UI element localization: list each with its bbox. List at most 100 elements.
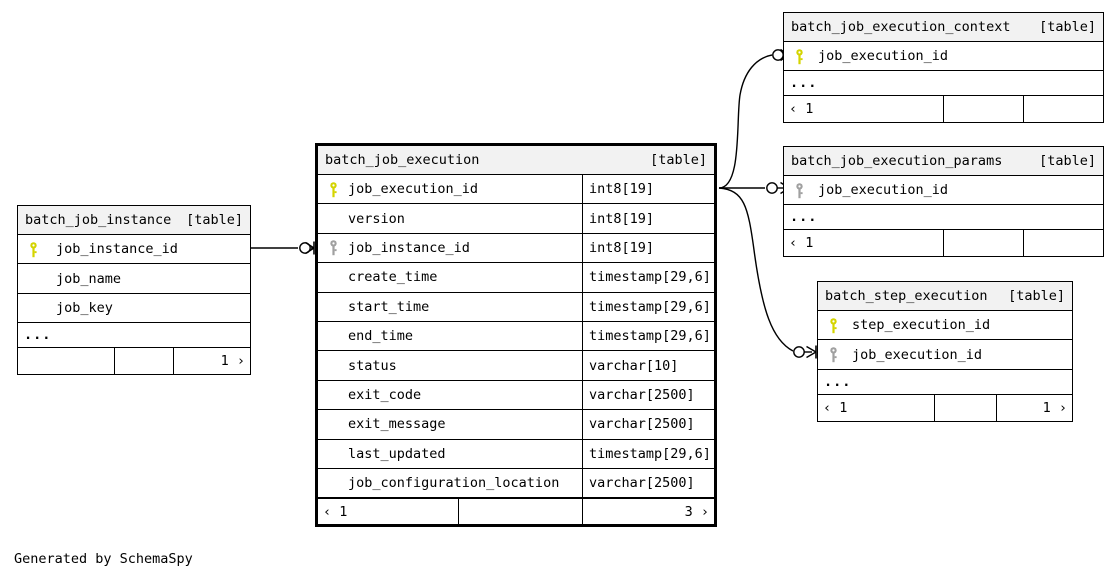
- no-key-spacer: [324, 445, 346, 462]
- footer-prev[interactable]: ‹ 1: [789, 235, 814, 252]
- table-footer: ‹ 1 1 ›: [818, 394, 1072, 421]
- table-batch-job-execution-params[interactable]: batch_job_execution_params [table] job_e…: [783, 146, 1104, 258]
- column-name: step_execution_id: [852, 317, 991, 334]
- table-row[interactable]: job_instance_id int8[19]: [318, 233, 714, 264]
- column-type: int8[19]: [582, 233, 714, 263]
- footer-prev[interactable]: ‹ 1: [323, 503, 348, 520]
- table-footer: ‹ 1: [784, 230, 1103, 257]
- footer-middle: [458, 499, 582, 525]
- footer-next: [1023, 96, 1103, 123]
- column-name: version: [348, 210, 405, 227]
- table-row[interactable]: create_time timestamp[29,6]: [318, 263, 714, 293]
- footer-middle: [943, 230, 1023, 257]
- primary-key-icon: [824, 317, 846, 334]
- table-row[interactable]: job_execution_id int8[19]: [318, 175, 714, 205]
- primary-key-icon: [324, 181, 346, 198]
- no-key-spacer: [324, 210, 346, 227]
- relationship-job-execution-to-params: [719, 181, 790, 195]
- column-name: job_configuration_location: [348, 475, 560, 492]
- no-key-spacer: [324, 357, 346, 374]
- table-header: batch_job_execution_params [table]: [784, 147, 1103, 176]
- footer-next[interactable]: 1 ›: [996, 394, 1072, 421]
- relationship-job-execution-to-context: [718, 48, 790, 189]
- footer-middle: [114, 348, 173, 375]
- column-type: timestamp[29,6]: [582, 439, 714, 468]
- table-name: batch_step_execution: [825, 288, 988, 304]
- table-type-tag: [table]: [1039, 153, 1096, 169]
- column-cell: start_time: [318, 293, 582, 321]
- no-key-spacer: [24, 299, 46, 316]
- column-cell: job_instance_id: [18, 235, 250, 263]
- table-name: batch_job_execution_context: [791, 19, 1011, 35]
- table-row[interactable]: job_instance_id: [18, 235, 250, 265]
- no-key-spacer: [324, 475, 346, 492]
- column-type: varchar[2500]: [582, 410, 714, 439]
- column-type: int8[19]: [582, 204, 714, 233]
- footer-middle: [943, 96, 1023, 123]
- primary-key-icon: [790, 48, 812, 65]
- column-name: end_time: [348, 328, 414, 345]
- column-cell: end_time: [318, 322, 582, 350]
- footer-next[interactable]: 1 ›: [173, 348, 250, 375]
- column-name: create_time: [348, 269, 438, 286]
- table-header: batch_job_execution [table]: [318, 146, 714, 175]
- no-key-spacer: [324, 328, 346, 345]
- column-cell: job_key: [18, 294, 250, 322]
- no-key-spacer: [324, 269, 346, 286]
- table-row[interactable]: job_execution_id: [784, 176, 1103, 206]
- table-batch-job-instance[interactable]: batch_job_instance [table] job_instance_…: [17, 205, 251, 376]
- table-row[interactable]: end_time timestamp[29,6]: [318, 321, 714, 352]
- column-type: timestamp[29,6]: [582, 263, 714, 292]
- no-key-spacer: [24, 270, 46, 287]
- column-cell: job_name: [18, 264, 250, 292]
- footer-prev[interactable]: [18, 348, 114, 374]
- more-columns-indicator: ...: [818, 370, 1072, 395]
- footer-middle: [934, 394, 996, 421]
- column-cell: create_time: [318, 263, 582, 291]
- table-footer: ‹ 1 3 ›: [318, 498, 714, 525]
- table-row[interactable]: exit_code varchar[2500]: [318, 380, 714, 411]
- table-batch-job-execution-context[interactable]: batch_job_execution_context [table] job_…: [783, 12, 1104, 124]
- table-row[interactable]: exit_message varchar[2500]: [318, 410, 714, 440]
- no-key-spacer: [324, 416, 346, 433]
- table-row[interactable]: job_execution_id: [818, 340, 1072, 370]
- foreign-key-icon: [824, 346, 846, 363]
- table-row[interactable]: last_updated timestamp[29,6]: [318, 439, 714, 469]
- column-name: last_updated: [348, 445, 446, 462]
- column-cell: version: [318, 204, 582, 232]
- table-row[interactable]: job_configuration_location varchar[2500]: [318, 468, 714, 499]
- table-row[interactable]: job_name: [18, 264, 250, 294]
- footer-next[interactable]: 3 ›: [582, 499, 714, 525]
- table-header: batch_job_instance [table]: [18, 206, 250, 235]
- column-name: job_execution_id: [348, 181, 479, 198]
- footer-next: [1023, 230, 1103, 257]
- table-row[interactable]: job_key: [18, 294, 250, 324]
- footer-prev[interactable]: ‹ 1: [789, 101, 814, 118]
- table-row[interactable]: step_execution_id: [818, 311, 1072, 341]
- table-row[interactable]: job_execution_id: [784, 42, 1103, 72]
- footer-prev[interactable]: ‹ 1: [823, 399, 848, 416]
- table-type-tag: [table]: [1008, 288, 1065, 304]
- column-type: int8[19]: [582, 175, 714, 204]
- column-cell: job_instance_id: [318, 234, 582, 262]
- no-key-spacer: [324, 386, 346, 403]
- column-type: varchar[2500]: [582, 380, 714, 410]
- more-columns-indicator: ...: [18, 323, 250, 349]
- column-cell: job_configuration_location: [318, 469, 582, 497]
- table-batch-step-execution[interactable]: batch_step_execution [table] step_execut…: [817, 281, 1073, 422]
- table-footer: 1 ›: [18, 348, 250, 375]
- table-header: batch_job_execution_context [table]: [784, 13, 1103, 42]
- table-row[interactable]: start_time timestamp[29,6]: [318, 292, 714, 322]
- table-row[interactable]: status varchar[10]: [318, 351, 714, 381]
- table-type-tag: [table]: [650, 152, 707, 168]
- column-cell: job_execution_id: [784, 42, 1103, 70]
- table-row[interactable]: version int8[19]: [318, 204, 714, 234]
- column-cell: status: [318, 351, 582, 379]
- column-cell: job_execution_id: [318, 175, 582, 203]
- column-name: job_execution_id: [852, 346, 983, 363]
- column-name: job_execution_id: [818, 182, 949, 199]
- column-name: start_time: [348, 298, 430, 315]
- table-batch-job-execution[interactable]: batch_job_execution [table] job_executio…: [315, 143, 717, 528]
- relationship-job-instance-to-job-execution: [251, 241, 315, 255]
